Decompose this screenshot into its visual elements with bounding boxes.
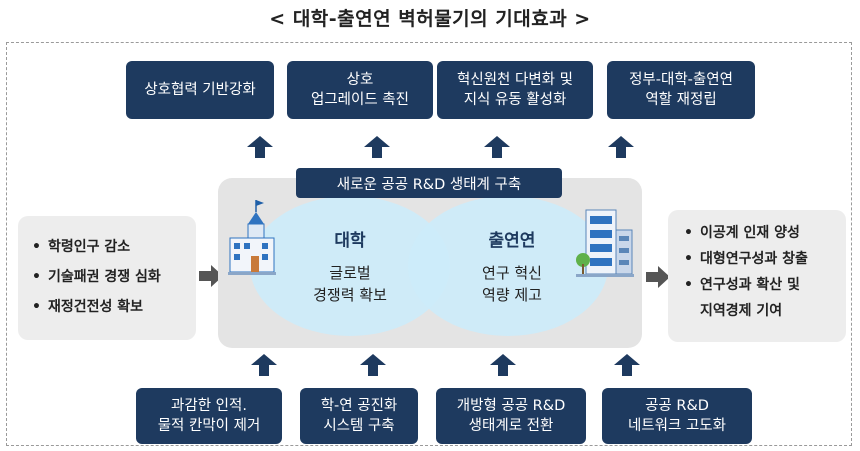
arrow-up-icon — [251, 354, 277, 376]
left-item: 기술패권 경쟁 심화 — [28, 262, 188, 292]
left-item: 재정건전성 확보 — [28, 292, 188, 322]
ecosystem-banner: 새로운 공공 R&D 생태계 구축 — [296, 168, 562, 198]
top-box-3: 혁신원천 다변화 및 지식 유동 활성화 — [437, 61, 593, 119]
arrow-right-icon — [646, 266, 670, 288]
left-context-box: 학령인구 감소 기술패권 경쟁 심화 재정건전성 확보 — [18, 216, 196, 340]
university-title: 대학 — [334, 231, 366, 251]
university-subtitle: 글로벌 경쟁력 확보 — [313, 264, 387, 304]
arrow-up-icon — [247, 136, 273, 158]
right-item: 대형연구성과 창출 — [680, 246, 840, 272]
institute-subtitle: 연구 혁신 역량 제고 — [482, 264, 542, 304]
arrow-up-icon — [614, 354, 640, 376]
arrow-up-icon — [484, 136, 510, 158]
bottom-box-3: 개방형 공공 R&D 생태계로 전환 — [436, 388, 586, 444]
page-title: < 대학-출연연 벽허물기의 기대효과 > — [269, 8, 591, 30]
institute-ellipse — [408, 196, 608, 336]
right-item: 연구성과 확산 및 — [680, 272, 840, 298]
bottom-box-4: 공공 R&D 네트워크 고도화 — [602, 388, 752, 444]
university-building-icon — [226, 198, 276, 280]
arrow-up-icon — [364, 136, 390, 158]
arrow-up-icon — [490, 354, 516, 376]
right-item: 이공계 인재 양성 — [680, 220, 840, 246]
left-item: 학령인구 감소 — [28, 232, 188, 262]
right-outcome-box: 이공계 인재 양성 대형연구성과 창출 연구성과 확산 및 지역경제 기여 — [668, 210, 846, 342]
arrow-up-icon — [608, 136, 634, 158]
arrow-up-icon — [360, 354, 386, 376]
arrow-right-icon — [199, 265, 223, 287]
bottom-box-2: 학-연 공진화 시스템 구축 — [300, 388, 418, 444]
institute-title: 출연연 — [488, 231, 536, 251]
diagram-frame — [6, 42, 852, 446]
top-box-4: 정부-대학-출연연 역할 재정립 — [607, 61, 755, 119]
institute-building-icon — [576, 206, 634, 282]
top-box-1: 상호협력 기반강화 — [126, 61, 274, 119]
right-item-continued: 지역경제 기여 — [700, 303, 783, 319]
bottom-box-1: 과감한 인적. 물적 칸막이 제거 — [136, 388, 282, 444]
top-box-2: 상호 업그레이드 촉진 — [287, 61, 433, 119]
